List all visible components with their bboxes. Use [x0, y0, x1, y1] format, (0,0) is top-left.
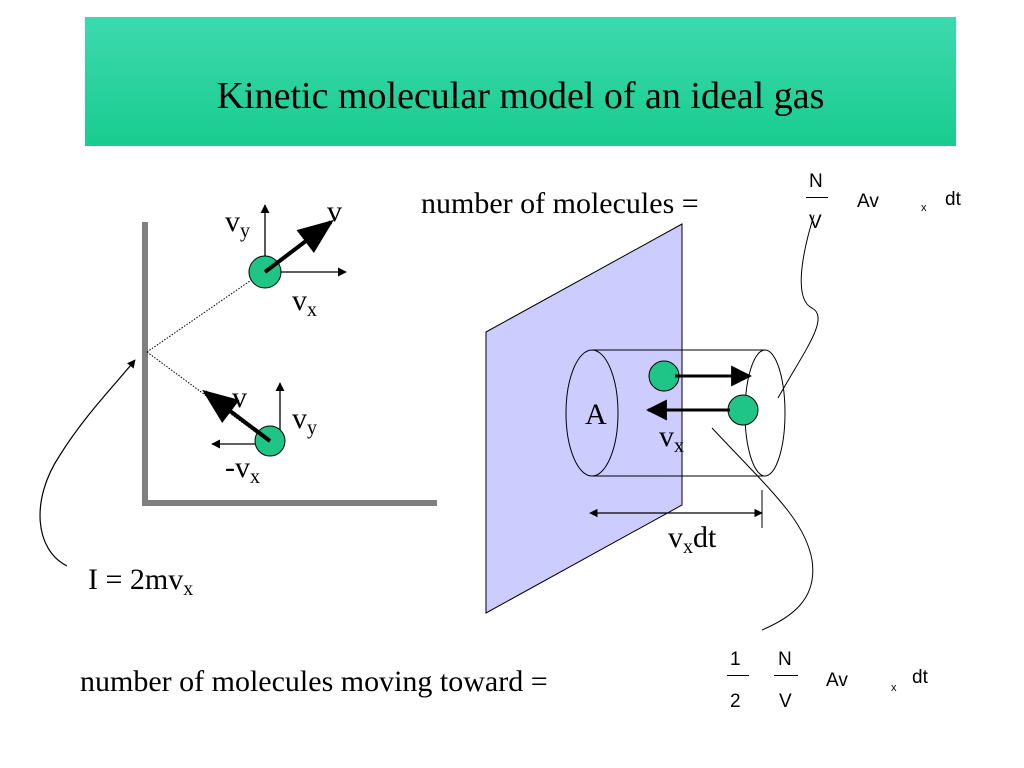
label-neg-vx: -vx — [225, 451, 260, 488]
area-label: A — [585, 398, 607, 431]
velocity-vector-lower — [202, 389, 272, 443]
bottom-eq-subscript: x — [891, 682, 897, 694]
top-equation-label: number of molecules = — [421, 187, 699, 220]
top-eq-av: Av — [857, 191, 879, 212]
label-vy-lower: vy — [292, 402, 317, 439]
label-vx-upper: vx — [292, 284, 317, 321]
wall-corner — [142, 222, 437, 506]
impulse-pointer — [39, 359, 136, 567]
velocity-vector-upper — [263, 219, 334, 274]
bottom-eq-half-denominator: 2 — [730, 691, 741, 712]
title-banner: Kinetic molecular model of an ideal gas — [85, 17, 956, 146]
bottom-equation-pointer — [711, 427, 814, 631]
path-dotted-upper — [146, 271, 264, 353]
slide-title: Kinetic molecular model of an ideal gas — [216, 75, 825, 117]
top-eq-fraction-bar — [806, 197, 828, 198]
top-eq-dt: dt — [945, 189, 961, 210]
bottom-eq-half-numerator: 1 — [730, 649, 741, 670]
wall-plane — [485, 223, 683, 614]
impulse-label: I = 2mvx — [88, 563, 194, 600]
label-v-upper: v — [327, 195, 342, 228]
bottom-eq-numerator: N — [778, 649, 792, 670]
label-vx-right: vx — [659, 420, 684, 457]
bottom-eq-av: Av — [826, 670, 848, 691]
top-eq-denominator: V — [809, 212, 822, 233]
bottom-equation-label: number of molecules moving toward = — [80, 665, 548, 698]
bottom-eq-half-bar — [727, 675, 749, 676]
label-v-lower: v — [232, 381, 247, 414]
bottom-eq-dt: dt — [912, 667, 928, 688]
bottom-eq-fraction-bar — [774, 675, 798, 676]
molecule-toward — [648, 360, 680, 392]
label-vxdt: vxdt — [668, 521, 717, 558]
top-equation-pointer — [777, 214, 819, 399]
top-eq-numerator: N — [809, 171, 823, 192]
molecule-away — [727, 394, 759, 426]
left-wall-diagram — [39, 204, 437, 567]
top-eq-subscript: x — [921, 202, 927, 214]
label-vy-upper: vy — [225, 205, 250, 242]
bottom-eq-denominator: V — [779, 691, 792, 712]
right-cylinder-diagram — [485, 214, 819, 631]
